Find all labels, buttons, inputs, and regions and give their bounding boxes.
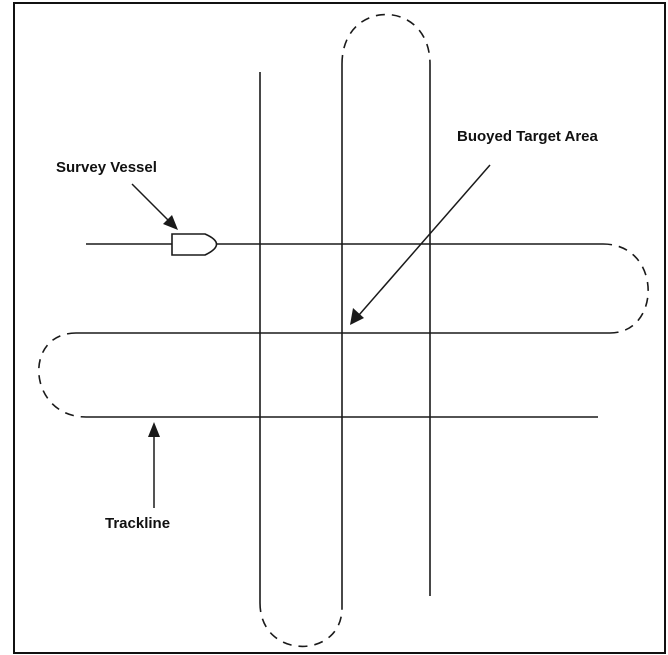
diagram-frame [13, 2, 666, 654]
buoyed-target-area-label: Buoyed Target Area [457, 128, 599, 145]
survey-vessel-icon [171, 233, 218, 256]
turn-loop-right [602, 243, 649, 334]
trackline-arrow [148, 422, 160, 508]
survey-vessel-arrow [131, 183, 178, 230]
survey-vessel-label: Survey Vessel [56, 159, 157, 176]
turn-loop-left [37, 332, 87, 418]
turn-loop-top [341, 13, 431, 65]
buoyed-target-area-arrow [350, 164, 491, 325]
trackline-label: Trackline [105, 515, 170, 532]
turn-loop-bottom [259, 602, 343, 648]
